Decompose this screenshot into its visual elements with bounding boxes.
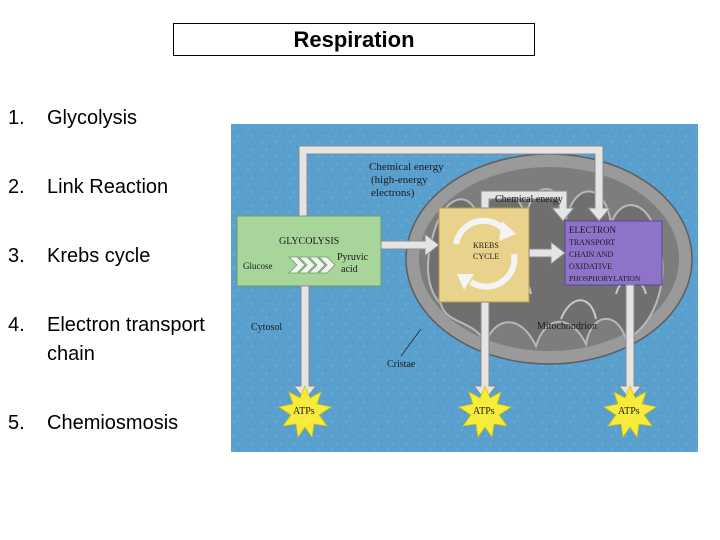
slide-title: Respiration	[173, 23, 535, 56]
glycolysis-label: GLYCOLYSIS	[279, 236, 339, 247]
pyruvic-acid-label: Pyruvic	[337, 252, 369, 263]
energy-arrows	[292, 145, 643, 401]
atp-starburst-cytosol	[277, 384, 333, 439]
step-number: 1.	[8, 107, 25, 129]
step-label: Glycolysis	[47, 107, 138, 129]
step-number: 4.	[8, 314, 25, 336]
step-number: 3.	[8, 245, 25, 267]
chemical-energy-label-3: electrons)	[371, 187, 415, 199]
electron-transport-box	[564, 220, 663, 286]
step-label: Chemiosmosis	[47, 412, 179, 434]
krebs-label-2: CYCLE	[473, 252, 499, 261]
pyruvic-acid-label-2: acid	[341, 264, 358, 275]
step-label-line2: chain	[47, 343, 95, 365]
etc-label-5: PHOSPHORYLATION	[569, 274, 641, 283]
chemical-energy-label: Chemical energy	[369, 161, 444, 173]
atp-label-cytosol: ATPs	[293, 406, 315, 417]
etc-label-1: ELECTRON	[569, 225, 616, 235]
step-label: Link Reaction	[47, 176, 169, 198]
mitochondrion-label: Mitochondrion	[537, 321, 597, 332]
atp-starburst-krebs	[457, 384, 513, 439]
step-label: Electron transport	[47, 314, 205, 336]
glycolysis-chevrons	[288, 256, 336, 274]
etc-label-2: TRANSPORT	[569, 238, 615, 247]
krebs-label: KREBS	[473, 241, 499, 250]
atp-label-krebs: ATPs	[473, 406, 495, 417]
respiration-diagram: Chemical energy (high-energy electrons) …	[231, 124, 698, 452]
etc-label-3: CHAIN AND	[569, 250, 613, 259]
chemical-energy-label-2: (high-energy	[371, 174, 428, 186]
atp-starburst-etc	[602, 384, 658, 439]
glycolysis-box	[236, 215, 382, 287]
atp-label-etc: ATPs	[618, 406, 640, 417]
krebs-cycle-arrows	[453, 217, 518, 290]
cristae-label: Cristae	[387, 359, 416, 370]
step-number: 2.	[8, 176, 25, 198]
glucose-label: Glucose	[243, 261, 273, 271]
cytosol-label: Cytosol	[251, 322, 282, 333]
step-label: Krebs cycle	[47, 245, 151, 267]
chemical-energy-inner-label: Chemical energy	[495, 194, 563, 205]
etc-label-4: OXIDATIVE	[569, 262, 612, 271]
step-number: 5.	[8, 412, 25, 434]
